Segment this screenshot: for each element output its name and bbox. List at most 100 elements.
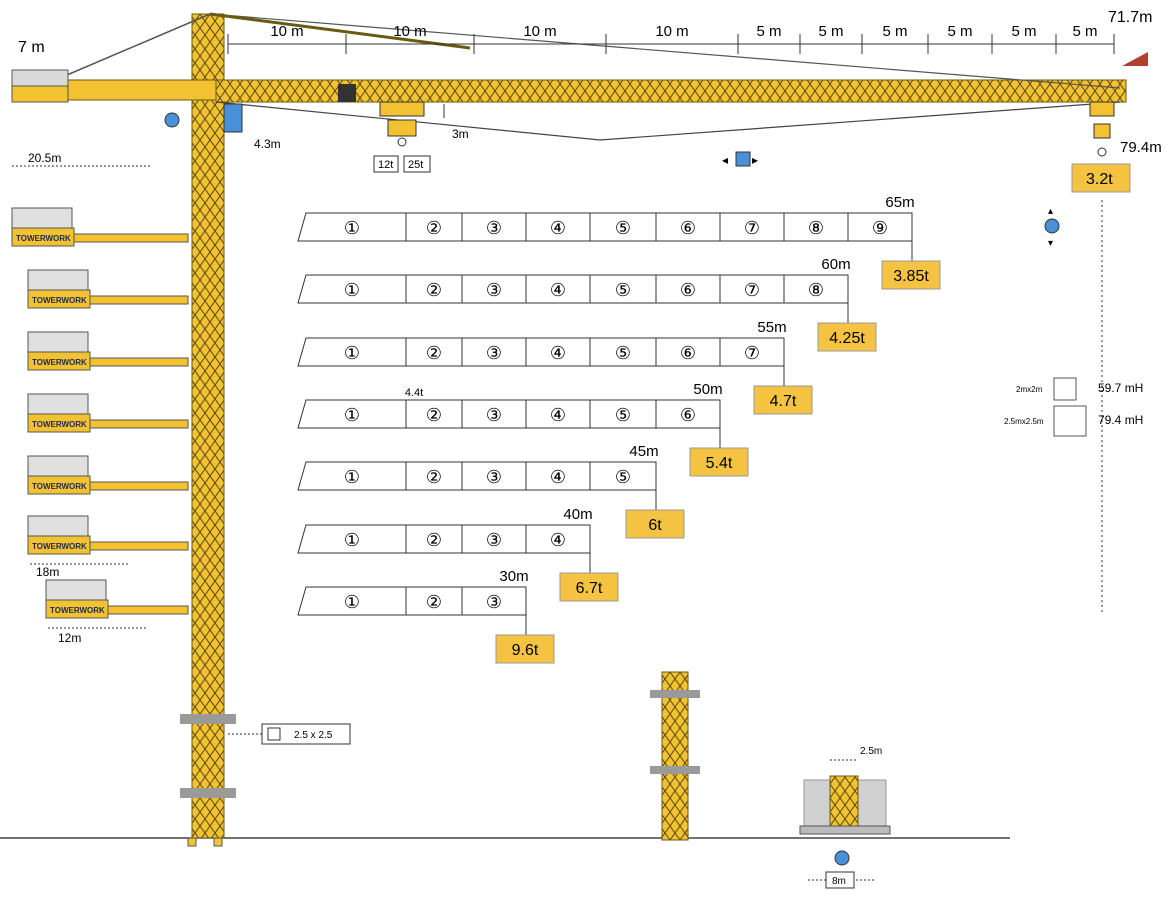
segment-number: ③ — [486, 405, 502, 425]
segment-number: ① — [344, 467, 360, 487]
brand-label: TOWERWORK — [32, 420, 87, 429]
tip-load-box — [495, 634, 555, 664]
tip-load-box — [689, 447, 749, 477]
base-width-base: 8m — [832, 876, 846, 887]
segment-number: ⑤ — [615, 467, 631, 487]
counterjib-variant: TOWERWORK — [27, 269, 189, 309]
down-arrow-icon: ▾ — [1048, 238, 1053, 249]
counterjib-radius-short: 12m — [58, 631, 81, 645]
tip-load-box — [753, 385, 813, 415]
counterjib-arm — [89, 419, 189, 429]
segment-number: ③ — [486, 218, 502, 238]
left-arrow-icon: ◂ — [722, 153, 728, 167]
segment-number: ③ — [486, 467, 502, 487]
up-arrow-icon: ▴ — [1048, 206, 1053, 217]
legend-size-2: 2.5mx2.5m — [1004, 417, 1044, 426]
base-width-top: 2.5m — [860, 746, 882, 757]
segment-number: ② — [426, 280, 442, 300]
slewing-icon — [164, 112, 180, 128]
jib-length: 55m — [757, 319, 786, 336]
legend-box-1 — [1053, 377, 1077, 401]
machinery-housing — [27, 515, 89, 539]
segment-number: ① — [344, 280, 360, 300]
segment-label: 5 m — [882, 23, 907, 40]
counterjib-variant: TOWERWORK — [45, 579, 189, 619]
segment-number: ④ — [550, 405, 566, 425]
segment-number: ④ — [550, 218, 566, 238]
capacity-small: 12t — [378, 159, 393, 171]
counterjib-arm — [89, 481, 189, 491]
segment-number: ② — [426, 218, 442, 238]
segment-number: ② — [426, 405, 442, 425]
legend-box-2 — [1053, 405, 1087, 437]
tip-load-box — [817, 322, 877, 352]
trolley-offset: 4.3m — [254, 137, 281, 151]
tower-mast — [180, 13, 236, 847]
tip-load: 4.7t — [770, 393, 797, 410]
right-arrow-icon: ▸ — [752, 153, 758, 167]
counter-jib-length: 7 m — [18, 39, 45, 56]
tip-load-box — [881, 260, 941, 290]
segment-label: 5 m — [947, 23, 972, 40]
segment-number: ⑤ — [615, 218, 631, 238]
segment-number: ⑥ — [680, 280, 696, 300]
legend-height-2: 79.4 mH — [1098, 413, 1143, 427]
brand-label: TOWERWORK — [50, 606, 105, 615]
segment-number: ② — [426, 592, 442, 612]
segment-number: ① — [344, 405, 360, 425]
capacity-large-box — [403, 155, 431, 173]
tip-load: 9.6t — [512, 642, 539, 659]
segment-number: ⑧ — [808, 218, 824, 238]
jib-length: 65m — [885, 194, 914, 211]
segment-number: ⑥ — [680, 405, 696, 425]
segment-number: ⑦ — [744, 218, 760, 238]
brand-label: TOWERWORK — [16, 234, 71, 243]
brand-label: TOWERWORK — [32, 542, 87, 551]
trolley-hook-tip — [1089, 101, 1115, 157]
segment-number: ⑦ — [744, 343, 760, 363]
brand-label: TOWERWORK — [32, 358, 87, 367]
base-frame — [799, 759, 891, 881]
segment-label: 5 m — [818, 23, 843, 40]
jib-length: 30m — [499, 568, 528, 585]
mast-section-icon — [267, 727, 281, 741]
segment-number: ⑤ — [615, 343, 631, 363]
segment-number: ④ — [550, 280, 566, 300]
jib-length: 40m — [563, 506, 592, 523]
segment-number: ③ — [486, 530, 502, 550]
main-jib — [209, 12, 1127, 141]
segment-label: 10 m — [270, 23, 303, 40]
segment-number: ③ — [486, 343, 502, 363]
trolley-travel-icon — [735, 151, 751, 167]
segment-label: 10 m — [393, 23, 426, 40]
hook-block-drop: 3m — [452, 127, 469, 141]
jib-length: 45m — [629, 443, 658, 460]
legend-height-1: 59.7 mH — [1098, 381, 1143, 395]
segment-number: ① — [344, 592, 360, 612]
mast-legend: 2mx2m 59.7 mH 2.5mx2.5m 79.4 mH — [1004, 377, 1143, 437]
tip-load-box — [1071, 163, 1131, 193]
segment-label: 5 m — [756, 23, 781, 40]
machinery-housing — [27, 269, 89, 293]
legend-size-1: 2mx2m — [1016, 385, 1043, 394]
jib-outline — [297, 274, 849, 304]
segment-number: ① — [344, 530, 360, 550]
hoist-icon — [1044, 218, 1060, 234]
machinery-housing — [45, 579, 107, 603]
tip-load-box — [625, 509, 685, 539]
counterjib-variant: TOWERWORK — [27, 515, 189, 555]
segment-number: ② — [426, 343, 442, 363]
tip-load-box — [559, 572, 619, 602]
counterjib-arm — [89, 295, 189, 305]
segment-number: ⑤ — [615, 280, 631, 300]
segment-number: ① — [344, 343, 360, 363]
counterjib-arm — [107, 605, 189, 615]
counterjib-variants: TOWERWORK TOWERWORK TOWERWORK TOWERWORK TOWE… — [11, 207, 189, 619]
counterjib-arm — [89, 357, 189, 367]
counterjib-arm — [73, 233, 189, 243]
machinery-housing — [27, 393, 89, 417]
tip-load: 5.4t — [706, 455, 733, 472]
